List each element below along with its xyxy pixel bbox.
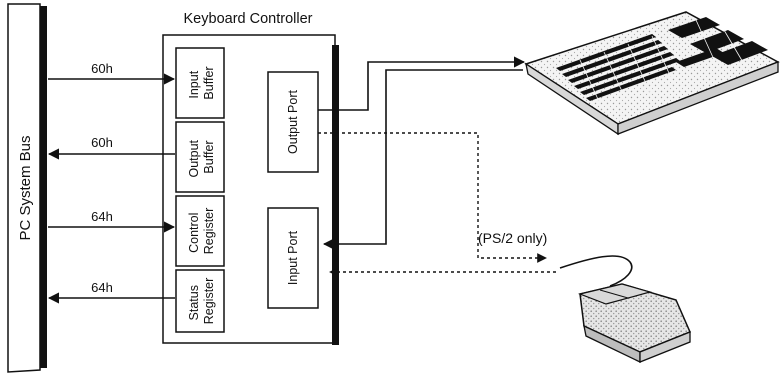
mouse-cable xyxy=(559,255,633,287)
output-port-label: Output Port xyxy=(286,90,300,154)
control-register-label: Control Register xyxy=(187,208,216,255)
output-port: Output Port xyxy=(267,71,319,173)
keyboard-icon xyxy=(524,11,780,136)
input-port-label: Input Port xyxy=(286,230,300,285)
keyboard-data-line xyxy=(322,69,523,250)
keyboard-wiring xyxy=(318,56,526,250)
ps2-note: (PS/2 only) xyxy=(478,230,547,246)
address-label-4: 64h xyxy=(91,280,113,295)
output-buffer-label: Output Buffer xyxy=(187,136,216,177)
bus-connections: 60h 60h 64h 64h xyxy=(47,61,176,304)
input-port: Input Port xyxy=(267,207,319,309)
address-label-1: 60h xyxy=(91,61,113,76)
address-label-2: 60h xyxy=(91,135,113,150)
status-register: Status Register xyxy=(175,269,225,333)
pc-system-bus: PC System Bus xyxy=(7,3,47,373)
input-buffer-label: Input Buffer xyxy=(187,66,216,99)
control-register: Control Register xyxy=(175,195,225,267)
keyboard-clock-line xyxy=(318,56,526,111)
mouse-wiring: (PS/2 only) xyxy=(318,132,556,277)
input-buffer: Input Buffer xyxy=(175,47,225,119)
address-label-3: 64h xyxy=(91,209,113,224)
bus-label: PC System Bus xyxy=(17,135,34,240)
mouse-icon xyxy=(559,255,691,364)
register-stack: Input Buffer Output Buffer Control Regis… xyxy=(175,47,225,333)
mouse-clock-line xyxy=(318,132,547,263)
status-register-label: Status Register xyxy=(187,278,216,325)
output-buffer: Output Buffer xyxy=(175,121,225,193)
controller-title: Keyboard Controller xyxy=(184,11,313,27)
